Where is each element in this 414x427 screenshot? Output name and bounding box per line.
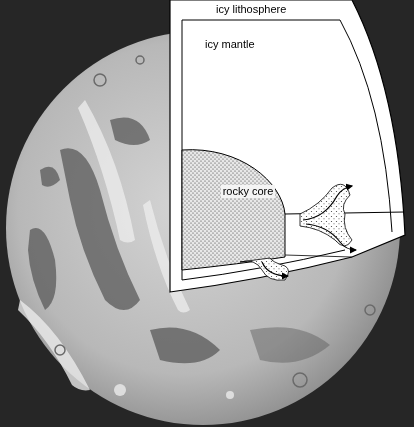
- cutaway-wedge: [170, 0, 405, 292]
- region-label: icy lithosphere: [216, 3, 286, 16]
- convection-plume: [240, 258, 289, 280]
- region-label: rocky core: [221, 185, 276, 198]
- cut-plane-edge-2: [285, 255, 352, 257]
- lithosphere-boundary: [182, 20, 392, 280]
- convection-plume: [300, 184, 352, 246]
- region-label: icy mantle: [205, 38, 255, 51]
- rocky-core-region: [182, 150, 285, 270]
- convection-arrow: [262, 262, 288, 276]
- convection-arrow: [303, 186, 352, 220]
- convection-arrow: [306, 224, 356, 250]
